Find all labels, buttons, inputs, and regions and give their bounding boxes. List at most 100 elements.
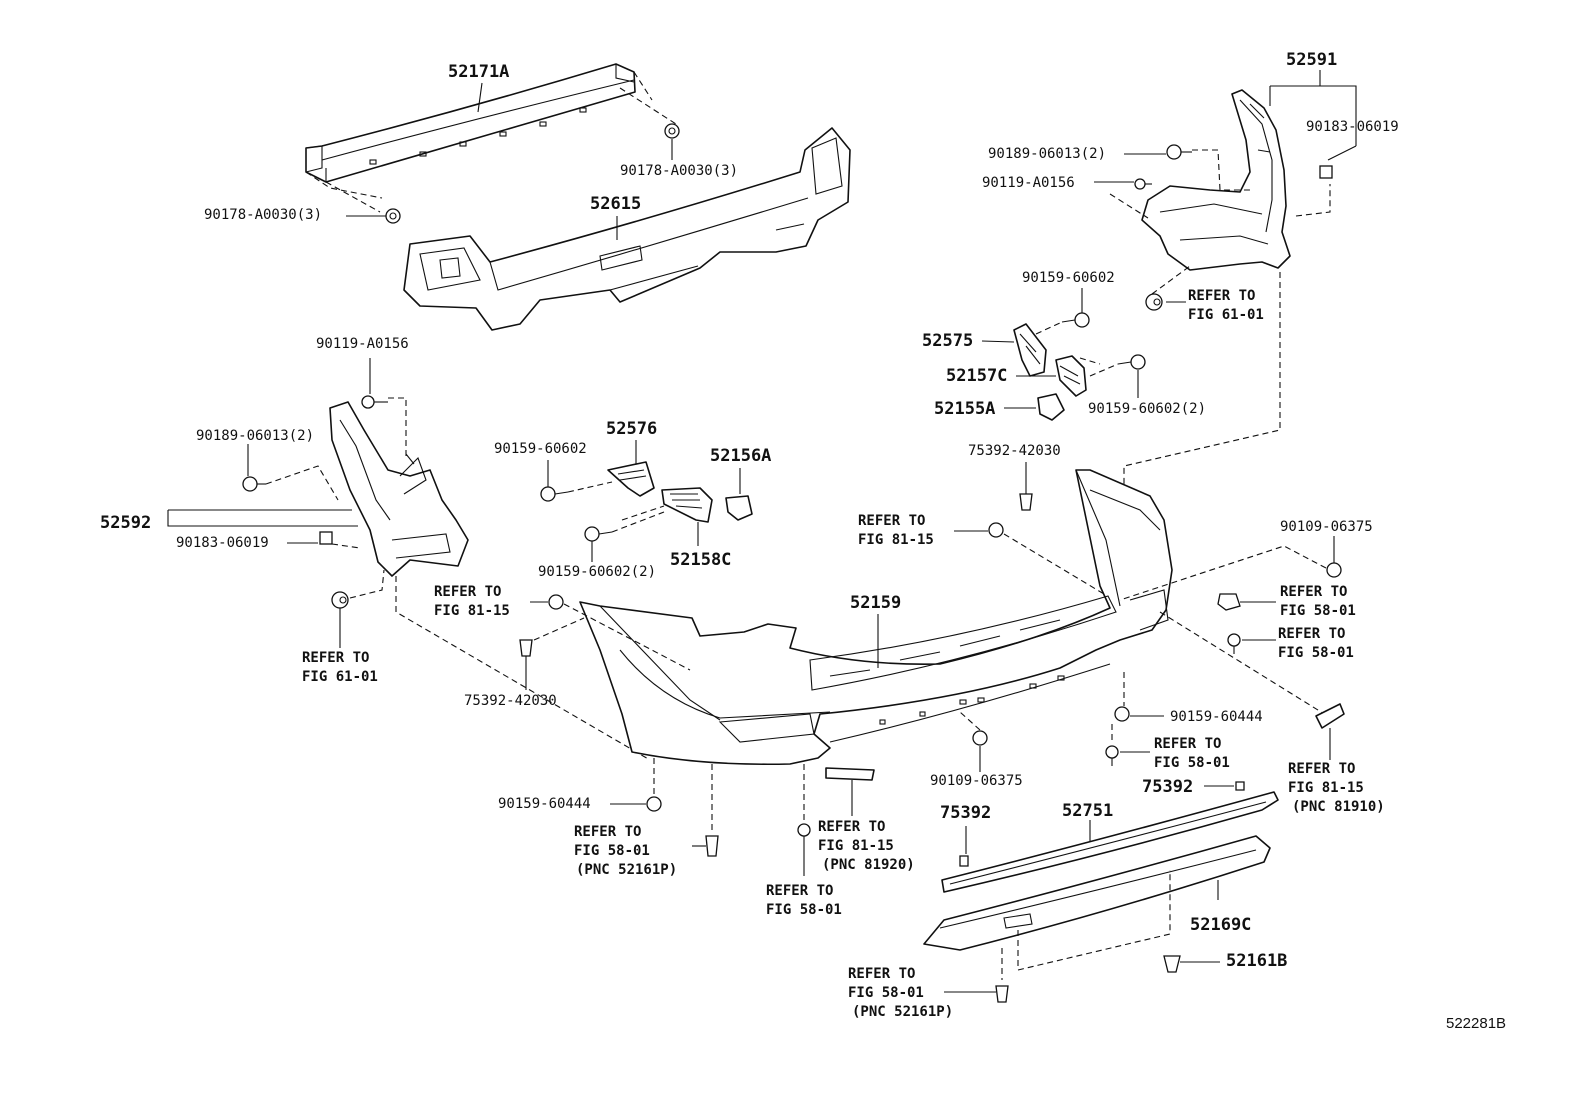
part-number-90178-right: 90178-A0030(3) — [620, 163, 739, 179]
part-number-90189-right: 90189-06013(2) — [988, 146, 1107, 162]
figure-id: 522281B — [1446, 1015, 1507, 1032]
part-number-90159-60602-right-x2: 90159-60602(2) — [1088, 401, 1207, 417]
refer-fig-label: FIG 58-01 — [1278, 645, 1354, 661]
side-bracket-52591 — [1141, 89, 1291, 271]
refer-fig-label: FIG 81-15 — [1288, 780, 1364, 796]
refer-fig-label: FIG 58-01 — [1280, 603, 1356, 619]
clip-icon — [519, 639, 533, 657]
bracket-52575 — [1013, 323, 1047, 377]
part-number-90119-left: 90119-A0156 — [316, 336, 409, 352]
refer-label: REFER TO — [1154, 736, 1222, 752]
refer-label: REFER TO — [302, 650, 370, 666]
part-number-52591: 52591 — [1286, 50, 1338, 70]
refer-label: REFER TO — [574, 824, 642, 840]
reinforcement-beam-52171A — [305, 63, 636, 183]
reflector-icon — [825, 767, 875, 781]
part-number-90183-right: 90183-06019 — [1306, 119, 1399, 135]
screw-icon — [1227, 633, 1241, 654]
part-number-52156A: 52156A — [710, 446, 772, 466]
refer-label: REFER TO — [818, 819, 886, 835]
refer-fig-label: FIG 61-01 — [302, 669, 378, 685]
refer-fig-label: FIG 58-01 — [574, 843, 650, 859]
refer-fig-label: FIG 81-15 — [818, 838, 894, 854]
part-number-90109-06375-right: 90109-06375 — [1280, 519, 1373, 535]
part-number-75392-right: 75392-42030 — [968, 443, 1061, 459]
refer-label: REFER TO — [858, 513, 926, 529]
screw-icon — [797, 823, 811, 848]
pnc-label: (PNC 81910) — [1292, 799, 1385, 815]
part-number-75392-clip: 75392 — [1142, 777, 1194, 797]
refer-label: REFER TO — [848, 966, 916, 982]
clip-icon — [1163, 955, 1181, 973]
clip-icon — [959, 855, 969, 867]
screw-icon — [1134, 178, 1152, 190]
refer-fig-label: FIG 58-01 — [848, 985, 924, 1001]
part-number-52171A: 52171A — [448, 62, 510, 82]
bolt-icon — [972, 730, 988, 746]
part-number-90159-60602: 90159-60602 — [494, 441, 587, 457]
clip-icon — [705, 835, 719, 857]
side-bracket-52592 — [329, 401, 469, 577]
part-number-52751: 52751 — [1062, 801, 1114, 821]
part-number-90159-60602-right: 90159-60602 — [1022, 270, 1115, 286]
part-number-52169C: 52169C — [1190, 915, 1252, 935]
grommet-icon — [331, 591, 349, 609]
part-number-52158C: 52158C — [670, 550, 732, 570]
grommet-icon — [548, 594, 564, 610]
refer-fig-label: FIG 61-01 — [1188, 307, 1264, 323]
part-number-52576: 52576 — [606, 419, 658, 439]
bolt-icon — [1166, 144, 1192, 160]
clip-52155A — [1037, 393, 1065, 421]
part-number-90178-left: 90178-A0030(3) — [204, 207, 323, 223]
nut-icon — [385, 208, 401, 224]
bolt-icon — [584, 526, 613, 542]
part-number-90159-60602-x2: 90159-60602(2) — [538, 564, 657, 580]
pnc-label: (PNC 52161P) — [576, 862, 678, 878]
clip-52156A — [725, 495, 753, 521]
energy-absorber-52615 — [403, 127, 851, 331]
part-number-52157C: 52157C — [946, 366, 1008, 386]
bracket-52157C — [1055, 355, 1087, 397]
part-number-90183-left: 90183-06019 — [176, 535, 269, 551]
part-number-52161B: 52161B — [1226, 951, 1288, 971]
clip-nut-icon — [319, 531, 333, 545]
grommet-icon — [1145, 293, 1163, 311]
bolt-icon — [1061, 312, 1090, 328]
part-number-90189-left: 90189-06013(2) — [196, 428, 315, 444]
nut-icon — [664, 123, 680, 139]
part-number-52155A: 52155A — [934, 399, 996, 419]
refer-fig-label: FIG 81-15 — [434, 603, 510, 619]
bracket-52158C — [661, 487, 713, 523]
bolt-icon — [1117, 354, 1146, 370]
part-number-90159-60444-left: 90159-60444 — [498, 796, 591, 812]
clip-nut-icon — [1217, 593, 1241, 611]
refer-label: REFER TO — [766, 883, 834, 899]
refer-label: REFER TO — [434, 584, 502, 600]
clip-icon — [1235, 781, 1245, 791]
clip-nut-icon — [1319, 165, 1333, 179]
refer-label: REFER TO — [1188, 288, 1256, 304]
part-number-90119-right: 90119-A0156 — [982, 175, 1075, 191]
reflector-icon — [1315, 703, 1345, 729]
bolt-icon — [1114, 706, 1130, 722]
part-number-52159: 52159 — [850, 593, 902, 613]
refer-fig-label: FIG 58-01 — [1154, 755, 1230, 771]
bolt-icon — [1326, 552, 1342, 578]
pnc-label: (PNC 81920) — [822, 857, 915, 873]
refer-label: REFER TO — [1288, 761, 1356, 777]
bolt-icon — [361, 395, 388, 409]
bumper-cover-52159 — [579, 469, 1173, 766]
refer-label: REFER TO — [1278, 626, 1346, 642]
part-number-52615: 52615 — [590, 194, 642, 214]
part-number-75392-left: 75392-42030 — [464, 693, 557, 709]
moulding-52751 — [941, 791, 1279, 893]
refer-fig-label: FIG 81-15 — [858, 532, 934, 548]
refer-label: REFER TO — [1280, 584, 1348, 600]
part-number-52592: 52592 — [100, 513, 152, 533]
pnc-label: (PNC 52161P) — [852, 1004, 954, 1020]
bolt-icon — [646, 796, 662, 812]
bracket-52576 — [607, 461, 655, 497]
clip-icon — [995, 985, 1009, 1003]
